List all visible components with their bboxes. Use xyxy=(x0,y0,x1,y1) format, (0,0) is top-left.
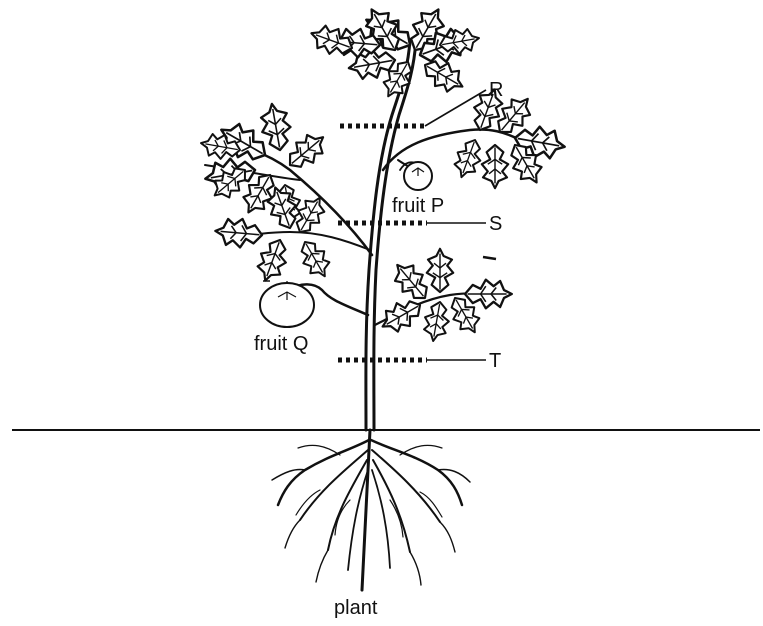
top-leaves xyxy=(307,2,481,102)
fruit-p xyxy=(400,162,432,190)
roots xyxy=(272,430,470,590)
stray-mark xyxy=(483,257,496,259)
label-r: R xyxy=(489,79,503,101)
label-t: T xyxy=(489,350,501,372)
label-fruit-p: fruit P xyxy=(392,195,444,217)
fruit-q xyxy=(260,281,314,327)
main-stem xyxy=(366,40,416,430)
label-plant: plant xyxy=(334,597,378,619)
label-s: S xyxy=(489,213,502,235)
label-fruit-q: fruit Q xyxy=(254,333,308,355)
